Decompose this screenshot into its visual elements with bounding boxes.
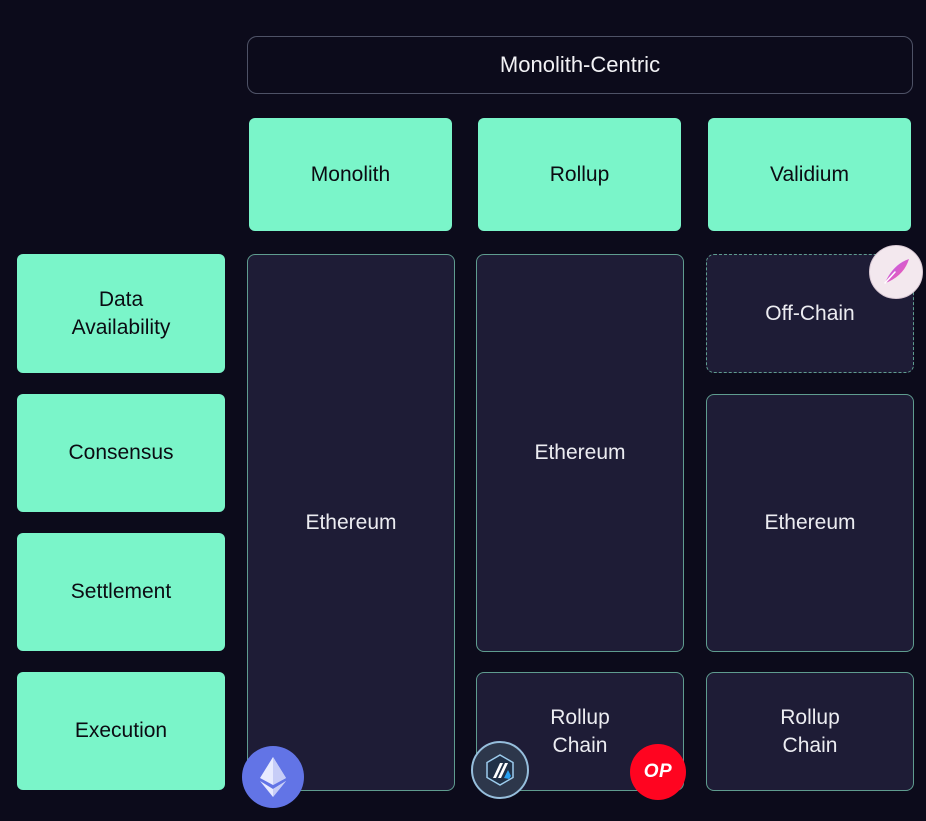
monolith-ethereum-cell: Ethereum <box>247 254 455 791</box>
ethereum-logo-icon <box>242 746 304 808</box>
diagram-title: Monolith-Centric <box>247 36 913 94</box>
quill-badge-icon <box>869 245 923 299</box>
validium-execution-cell: Rollup Chain <box>706 672 914 791</box>
validium-ethereum-cell: Ethereum <box>706 394 914 652</box>
layer-label-settlement: Settlement <box>17 533 225 651</box>
layer-label-data-availability: Data Availability <box>17 254 225 373</box>
arbitrum-logo-icon <box>471 741 529 799</box>
column-header-monolith: Monolith <box>249 118 452 231</box>
layer-label-consensus: Consensus <box>17 394 225 512</box>
column-header-validium: Validium <box>708 118 911 231</box>
column-header-rollup: Rollup <box>478 118 681 231</box>
optimism-logo-icon: OP <box>630 744 686 800</box>
layer-label-execution: Execution <box>17 672 225 790</box>
rollup-ethereum-cell: Ethereum <box>476 254 684 652</box>
